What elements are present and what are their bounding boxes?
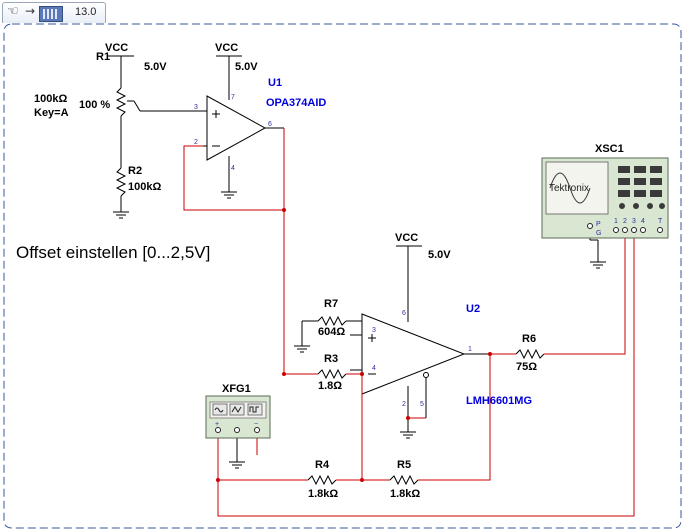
tab-label: 13.0 [75, 6, 97, 18]
r1-percent: 100 % [79, 99, 110, 111]
u2-pin-4: 4 [372, 365, 376, 372]
r1-ref: R1 [96, 51, 110, 63]
document-tab-bar: ☜ → 13.0 [0, 0, 685, 23]
xfg1-ref: XFG1 [222, 383, 251, 395]
r1-value: 100kΩ [34, 93, 67, 105]
u1-vcc-label: VCC [215, 42, 238, 54]
function-generator-xfg1[interactable]: + − [205, 395, 271, 439]
r4-ref: R4 [315, 459, 330, 471]
hand-pointer-icon: ☜ [7, 4, 19, 19]
xsc1-brand: Tektronix [549, 183, 589, 194]
xsc1-pin-p: P [596, 221, 601, 228]
r4-value: 1.8kΩ [308, 488, 338, 500]
oscilloscope-xsc1[interactable] [541, 157, 669, 239]
u2-pin-2: 2 [402, 401, 406, 408]
simulation-icon [39, 6, 63, 22]
arrow-right-icon: → [25, 4, 36, 18]
xsc1-pin-3: 3 [632, 218, 636, 225]
xsc1-pin-1: 1 [614, 218, 618, 225]
u2-pin-6: 6 [402, 310, 406, 317]
r7-value: 604Ω [318, 326, 345, 338]
u2-pin-5: 5 [420, 401, 424, 408]
xfg1-minus-label: − [254, 421, 258, 428]
xsc1-pin-2: 2 [623, 218, 627, 225]
r7-ref: R7 [324, 298, 338, 310]
r1-key: Key=A [34, 107, 69, 119]
offset-annotation: Offset einstellen [0...2,5V] [16, 243, 210, 262]
design-tab[interactable]: ☜ → 13.0 [2, 2, 106, 23]
xsc1-ref: XSC1 [595, 143, 624, 155]
u2-pin-1: 1 [468, 346, 472, 353]
r6-ref: R6 [522, 333, 536, 345]
u1-pin-4: 4 [231, 165, 235, 172]
xsc1-pin-t: T [658, 218, 663, 225]
r3-ref: R3 [324, 353, 338, 365]
r1-vcc-voltage: 5.0V [144, 61, 167, 73]
r5-ref: R5 [397, 459, 411, 471]
u2-vcc-voltage: 5.0V [428, 249, 451, 261]
xsc1-pin-4: 4 [641, 218, 645, 225]
xfg1-plus-label: + [215, 421, 219, 428]
u1-pin-7: 7 [231, 94, 235, 101]
r3-value: 1.8Ω [318, 380, 342, 392]
u2-vcc-label: VCC [395, 232, 418, 244]
u2-part: LMH6601MG [466, 395, 532, 407]
u2-pin-3: 3 [372, 327, 376, 334]
r2-value: 100kΩ [128, 181, 161, 193]
u1-part: OPA374AID [266, 97, 326, 109]
r5-value: 1.8kΩ [390, 488, 420, 500]
r6-value: 75Ω [516, 361, 537, 373]
u1-pin-2: 2 [194, 139, 198, 146]
r2-ref: R2 [128, 165, 142, 177]
r1-vcc-label: VCC [105, 42, 128, 54]
u1-ref: U1 [268, 77, 282, 89]
u1-pin-3: 3 [194, 104, 198, 111]
xsc1-pin-g: G [596, 230, 601, 237]
u1-vcc-voltage: 5.0V [235, 61, 258, 73]
u2-ref: U2 [466, 303, 480, 315]
u1-pin-6: 6 [268, 121, 272, 128]
